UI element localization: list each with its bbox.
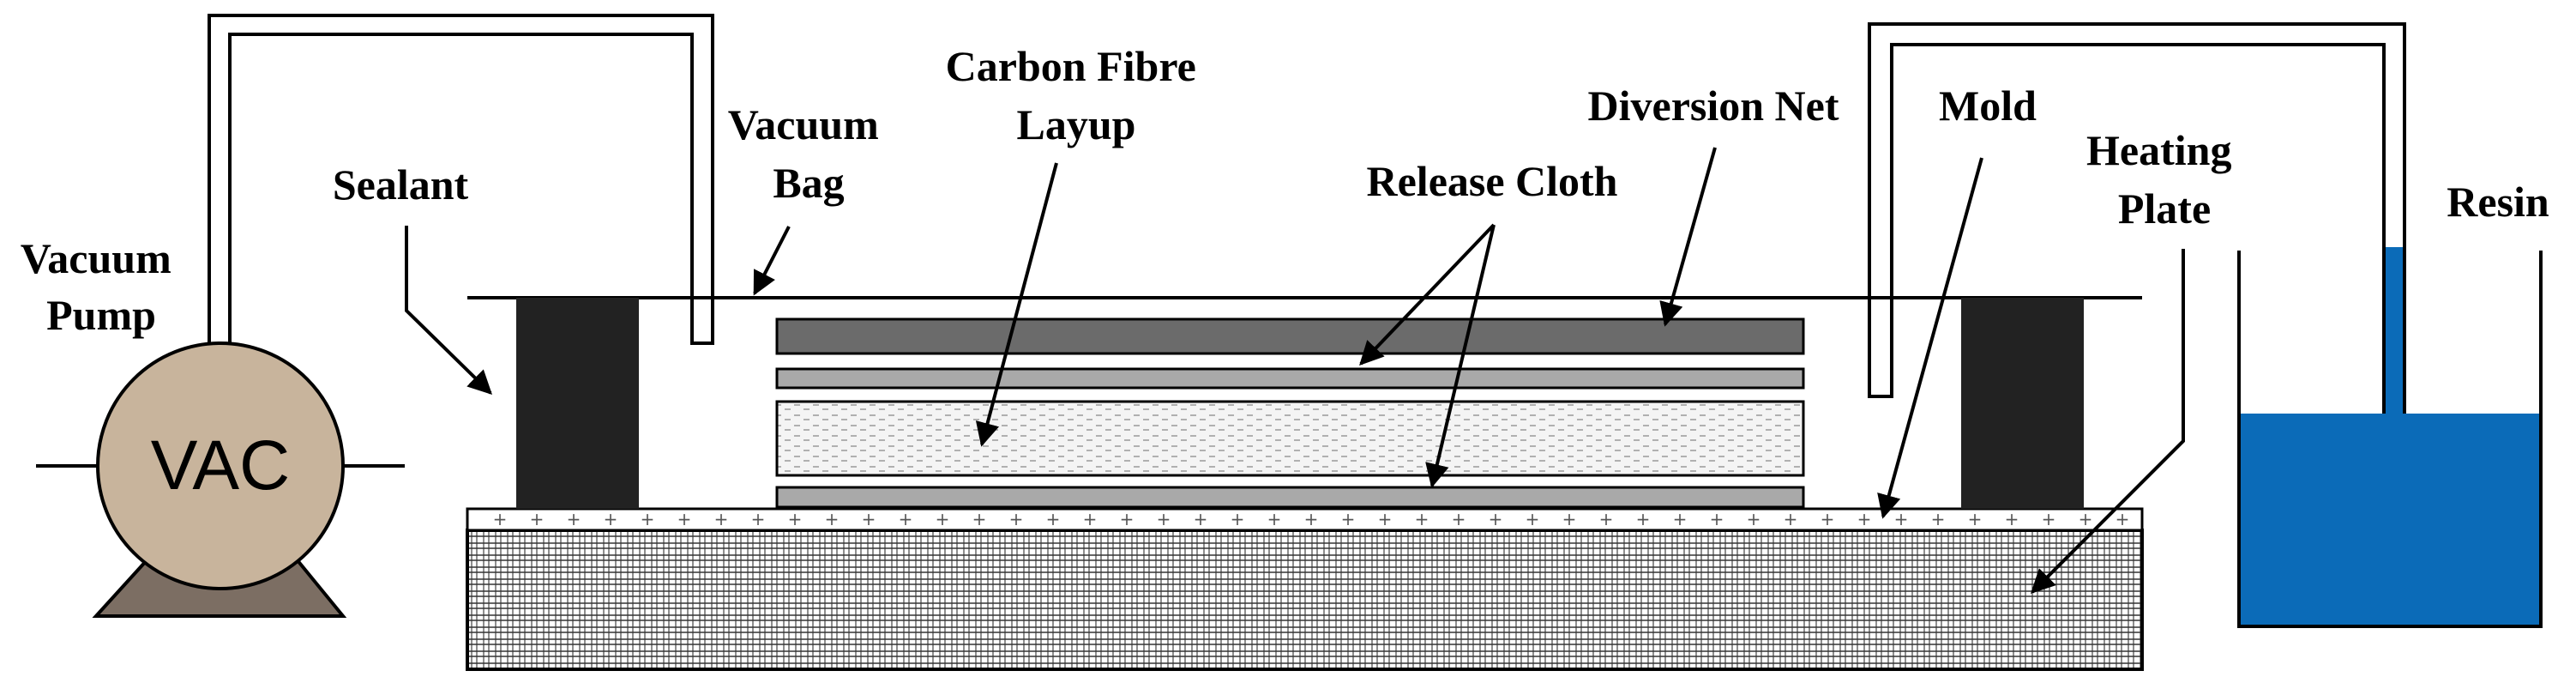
carbon-fibre-arrow	[975, 162, 1058, 447]
mold-plus-mark: +	[1452, 509, 1466, 529]
mold-plus-mark: +	[862, 509, 876, 529]
sealant-block-right	[1961, 298, 2084, 509]
release-cloth-arrow-top	[1359, 223, 1496, 366]
mold-plus-mark: +	[1931, 509, 1946, 529]
label-sealant: Sealant	[333, 160, 469, 209]
sealant-block-left	[516, 298, 639, 509]
mold-plus-mark: +	[1267, 509, 1282, 529]
mold-plus-mark: +	[1415, 509, 1429, 529]
label-heating-plate: Heating Plate	[2086, 126, 2242, 233]
mold-plus-mark: +	[1821, 509, 1835, 529]
mold-plus-mark: +	[1157, 509, 1171, 529]
mold-plus-mark: +	[604, 509, 618, 529]
mold-plus-mark: +	[972, 509, 987, 529]
release-cloth-bottom-layer	[775, 486, 1805, 509]
pump-vac-label: VAC	[151, 426, 291, 505]
mold-plus-mark: +	[1968, 509, 1983, 529]
mold-plus-mark: +	[641, 509, 655, 529]
label-vacuum-bag: Vacuum Bag	[728, 100, 889, 207]
vacuum-pump	[96, 341, 345, 590]
mold-plus-mark: +	[899, 509, 913, 529]
mold-plus-mark: +	[2079, 509, 2093, 529]
mold-plus-mark: +	[1599, 509, 1614, 529]
mold-plus-mark: +	[530, 509, 545, 529]
mold-plus-mark: +	[1636, 509, 1651, 529]
release-cloth-arrow-bottom	[1425, 224, 1496, 488]
mold-plus-mark: +	[1120, 509, 1135, 529]
mold-plus-mark: +	[1673, 509, 1688, 529]
mold-plus-mark: +	[1378, 509, 1393, 529]
diversion-net-layer	[775, 317, 1805, 355]
label-vacuum-pump: Vacuum Pump	[21, 234, 182, 339]
heating-plate-leader	[2031, 249, 2185, 594]
mold-plus-mark: +	[1710, 509, 1724, 529]
release-cloth-top-layer	[775, 367, 1805, 390]
mold-plus-mark: +	[936, 509, 950, 529]
sealant-leader	[405, 226, 493, 395]
vacuum-bag-arrow	[753, 226, 791, 296]
mold-plus-mark: +	[788, 509, 803, 529]
mold-plus-mark: +	[714, 509, 729, 529]
vacuum-pipe	[208, 14, 714, 345]
mold-plus-mark: +	[2042, 509, 2056, 529]
mold-plus-mark: +	[1046, 509, 1061, 529]
label-carbon-fibre-layup: Carbon Fibre Layup	[946, 42, 1207, 148]
mold-plus-mark: +	[1857, 509, 1872, 529]
mold-plus-mark: +	[2005, 509, 2019, 529]
mold-plus-mark: +	[1894, 509, 1909, 529]
heating-plate	[466, 529, 2144, 671]
label-release-cloth: Release Cloth	[1367, 157, 1618, 205]
mold-plus-mark: +	[1341, 509, 1356, 529]
mold-plus-mark: +	[1784, 509, 1798, 529]
label-resin: Resin	[2447, 178, 2549, 226]
mold-plus-mark: +	[1747, 509, 1761, 529]
mold-arrow	[1877, 157, 1983, 519]
label-diversion-net: Diversion Net	[1588, 82, 1839, 130]
mold-plus-mark: +	[1009, 509, 1024, 529]
mold-plus-mark: +	[751, 509, 766, 529]
mold-plus-mark: +	[493, 509, 508, 529]
mold-plus-mark: +	[677, 509, 692, 529]
mold-plus-mark: +	[1083, 509, 1098, 529]
resin-in-pipe	[2386, 247, 2403, 414]
mold-plus-mark: +	[1194, 509, 1208, 529]
label-mold: Mold	[1939, 82, 2037, 130]
mold-strip	[466, 507, 2144, 532]
mold-plus-mark: +	[1526, 509, 1540, 529]
mold-plus-mark: +	[1562, 509, 1577, 529]
mold-plus-mark: +	[1489, 509, 1503, 529]
resin-container	[2237, 251, 2543, 628]
diversion-net-arrow	[1659, 147, 1717, 327]
mold-plus-marks: + + + + + + + + + + + + + + + + + + + + + + + + + + + + + + + + + + + + + + + +…	[493, 509, 2130, 529]
resin-liquid	[2239, 414, 2541, 626]
carbon-fibre-layup-layer	[775, 400, 1805, 477]
mold-plus-mark: +	[1231, 509, 1245, 529]
mold-plus-mark: +	[1304, 509, 1319, 529]
mold-plus-mark: +	[567, 509, 581, 529]
mold-plus-mark: +	[825, 509, 840, 529]
mold-plus-mark: +	[2116, 509, 2130, 529]
